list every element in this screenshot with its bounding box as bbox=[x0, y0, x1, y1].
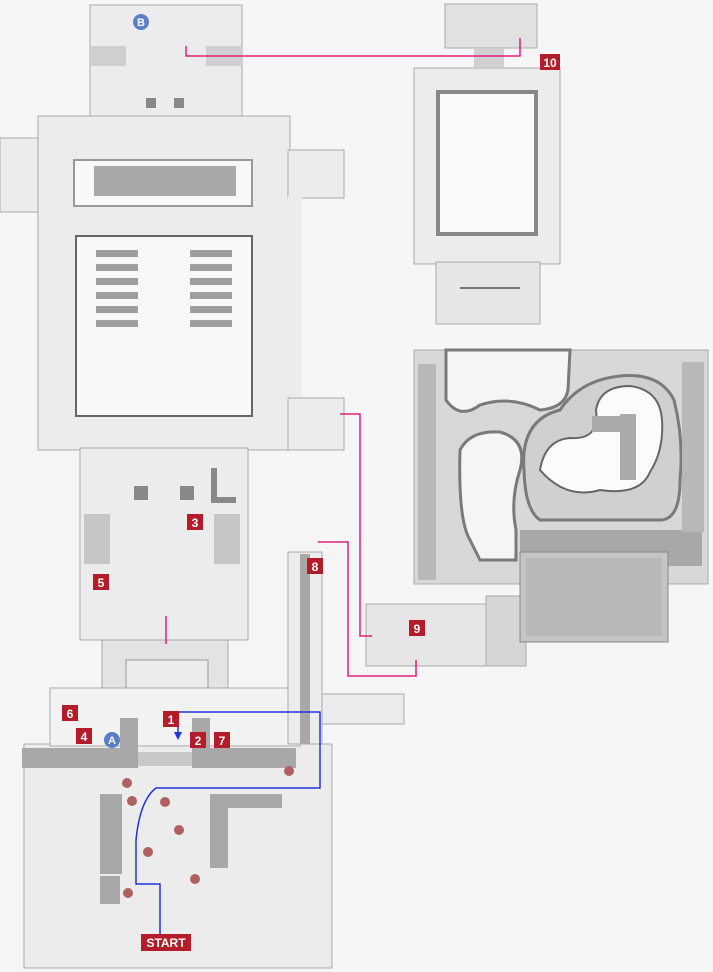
garden-area bbox=[413, 348, 709, 643]
svg-text:6: 6 bbox=[67, 707, 74, 721]
start-marker: START bbox=[141, 934, 191, 951]
enemy-dot bbox=[174, 825, 184, 835]
marker-6: 6 bbox=[62, 705, 78, 721]
marker-9: 9 bbox=[409, 620, 425, 636]
marker-7: 7 bbox=[214, 732, 230, 748]
marker-10: 10 bbox=[540, 54, 560, 70]
enemy-dot bbox=[122, 778, 132, 788]
enemy-dot bbox=[160, 797, 170, 807]
svg-text:8: 8 bbox=[312, 560, 319, 574]
connector-building bbox=[365, 595, 527, 667]
enemy-dot bbox=[127, 796, 137, 806]
enemy-dot bbox=[143, 847, 153, 857]
marker-5: 5 bbox=[93, 574, 109, 590]
svg-text:B: B bbox=[137, 17, 145, 29]
svg-text:START: START bbox=[146, 936, 186, 950]
marker-3: 3 bbox=[187, 514, 203, 530]
svg-text:2: 2 bbox=[195, 734, 202, 748]
svg-text:1: 1 bbox=[168, 713, 175, 727]
connector-8-to-9 bbox=[318, 541, 417, 677]
route-arrow-icon bbox=[174, 732, 182, 740]
marker-2: 2 bbox=[190, 732, 206, 748]
numbered-markers: 1 2 3 4 5 6 7 8 bbox=[62, 54, 560, 748]
svg-text:4: 4 bbox=[81, 730, 88, 744]
connector-b-to-10 bbox=[185, 38, 521, 57]
svg-text:5: 5 bbox=[98, 576, 105, 590]
main-hall bbox=[0, 4, 345, 451]
marker-4: 4 bbox=[76, 728, 92, 744]
waypoint-b: B bbox=[133, 14, 149, 30]
enemy-dot bbox=[190, 874, 200, 884]
enemy-dot bbox=[284, 766, 294, 776]
connector-paths bbox=[165, 38, 521, 677]
start-area bbox=[22, 551, 405, 969]
waypoint-a: A bbox=[104, 732, 120, 748]
svg-text:3: 3 bbox=[192, 516, 199, 530]
enemy-markers bbox=[122, 766, 294, 898]
svg-text:A: A bbox=[108, 735, 116, 747]
marker-8: 8 bbox=[307, 558, 323, 574]
svg-text:9: 9 bbox=[414, 622, 421, 636]
enemy-dot bbox=[123, 888, 133, 898]
player-route bbox=[135, 711, 321, 940]
svg-text:10: 10 bbox=[543, 56, 557, 70]
svg-text:7: 7 bbox=[219, 734, 226, 748]
upper-right-building bbox=[413, 3, 561, 325]
marker-1: 1 bbox=[163, 711, 179, 727]
connector-hall-to-9 bbox=[340, 413, 372, 637]
